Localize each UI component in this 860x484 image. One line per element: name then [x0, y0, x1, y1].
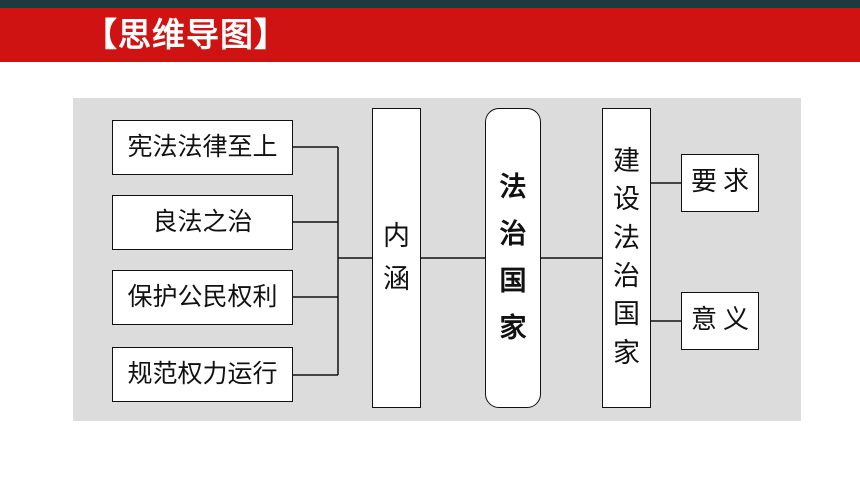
- left-item-label: 宪法法律至上: [127, 132, 278, 161]
- requirement-box: 要求: [681, 154, 759, 212]
- left-item-label: 良法之治: [152, 207, 253, 236]
- build-char: 法: [613, 222, 640, 254]
- connotation-box: 内 涵: [372, 108, 421, 408]
- title-bar: [0, 8, 860, 62]
- build-char: 治: [613, 261, 640, 292]
- center-char: 法: [499, 171, 527, 203]
- top-strip: [0, 0, 860, 8]
- requirement-label: 要求: [690, 167, 755, 197]
- center-char: 国: [499, 266, 527, 297]
- build-char: 家: [613, 337, 640, 369]
- build-char: 建: [613, 146, 640, 178]
- build-char: 设: [613, 184, 640, 216]
- center-char: 治: [499, 218, 527, 250]
- build-box: 建 设 法 治 国 家: [602, 108, 651, 408]
- center-char: 家: [499, 313, 527, 345]
- connotation-char: 涵: [383, 264, 410, 295]
- left-item-2: 良法之治: [112, 195, 293, 250]
- left-item-label: 保护公民权利: [127, 282, 278, 311]
- significance-label: 意义: [690, 305, 755, 335]
- left-item-4: 规范权力运行: [112, 347, 293, 402]
- left-item-1: 宪法法律至上: [112, 120, 293, 175]
- left-item-3: 保护公民权利: [112, 270, 293, 325]
- center-box: 法 治 国 家: [485, 108, 541, 408]
- left-item-label: 规范权力运行: [127, 359, 278, 388]
- significance-box: 意义: [681, 292, 759, 350]
- connotation-char: 内: [383, 220, 410, 252]
- page-title: 【思维导图】: [84, 15, 288, 54]
- build-char: 国: [613, 299, 640, 331]
